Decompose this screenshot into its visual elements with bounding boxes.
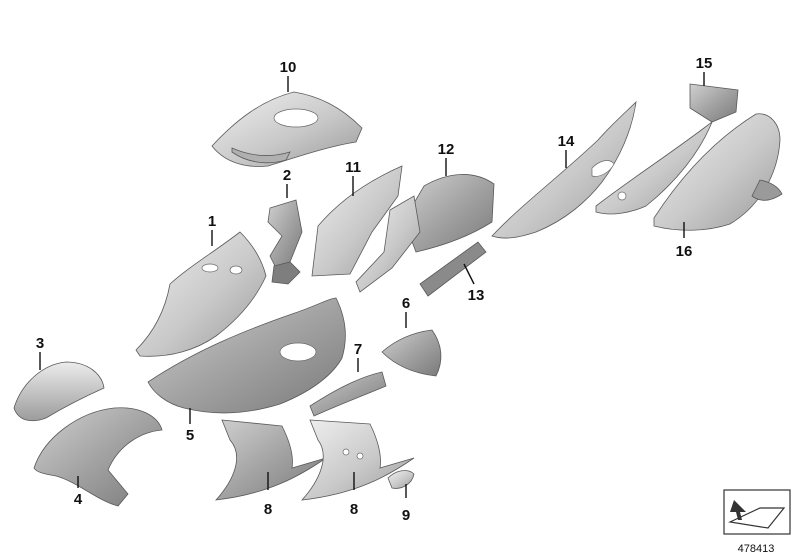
callout-2: 2 <box>283 167 291 184</box>
leader-lines <box>39 72 705 498</box>
part-5-main-fairing <box>147 297 346 414</box>
callout-8-right: 8 <box>350 501 358 518</box>
reference-icon <box>723 489 791 535</box>
callout-15: 15 <box>696 55 713 72</box>
callout-10: 10 <box>280 59 297 76</box>
part-4-mudguard <box>33 407 163 507</box>
part-15-rear-upper <box>595 83 739 215</box>
part-3-shroud <box>13 361 105 422</box>
callout-4: 4 <box>74 491 83 508</box>
part-11-side-panel <box>311 165 403 277</box>
callout-5: 5 <box>186 427 194 444</box>
reference-number: 478413 <box>738 543 775 555</box>
part-8-right-belly <box>300 419 415 501</box>
part-6-panel <box>381 329 442 377</box>
part-2-bracket <box>267 199 303 285</box>
callout-11: 11 <box>345 159 361 176</box>
part-8-left-belly <box>214 419 327 501</box>
callout-16: 16 <box>676 243 693 260</box>
callout-3: 3 <box>36 335 44 352</box>
callout-8-left: 8 <box>264 501 272 518</box>
callout-13: 13 <box>468 287 485 304</box>
part-9-cap <box>387 470 415 489</box>
part-10-upper-cover <box>211 91 363 167</box>
callout-1: 1 <box>208 213 216 230</box>
callout-7: 7 <box>354 341 362 358</box>
part-7-trim <box>309 371 387 417</box>
part-16-rear-cover <box>653 113 783 231</box>
callout-6: 6 <box>402 295 410 312</box>
part-14-seat-cowl <box>491 100 637 239</box>
callout-14: 14 <box>558 133 575 150</box>
part-1-side-panel <box>135 231 267 357</box>
callout-labels: 10 2 11 12 14 15 16 1 13 6 3 7 5 4 8 8 9 <box>36 55 713 524</box>
callout-9: 9 <box>402 507 410 524</box>
part-12-fairing <box>355 174 495 293</box>
callout-12: 12 <box>438 141 455 158</box>
part-13-inner-panel <box>419 241 487 297</box>
